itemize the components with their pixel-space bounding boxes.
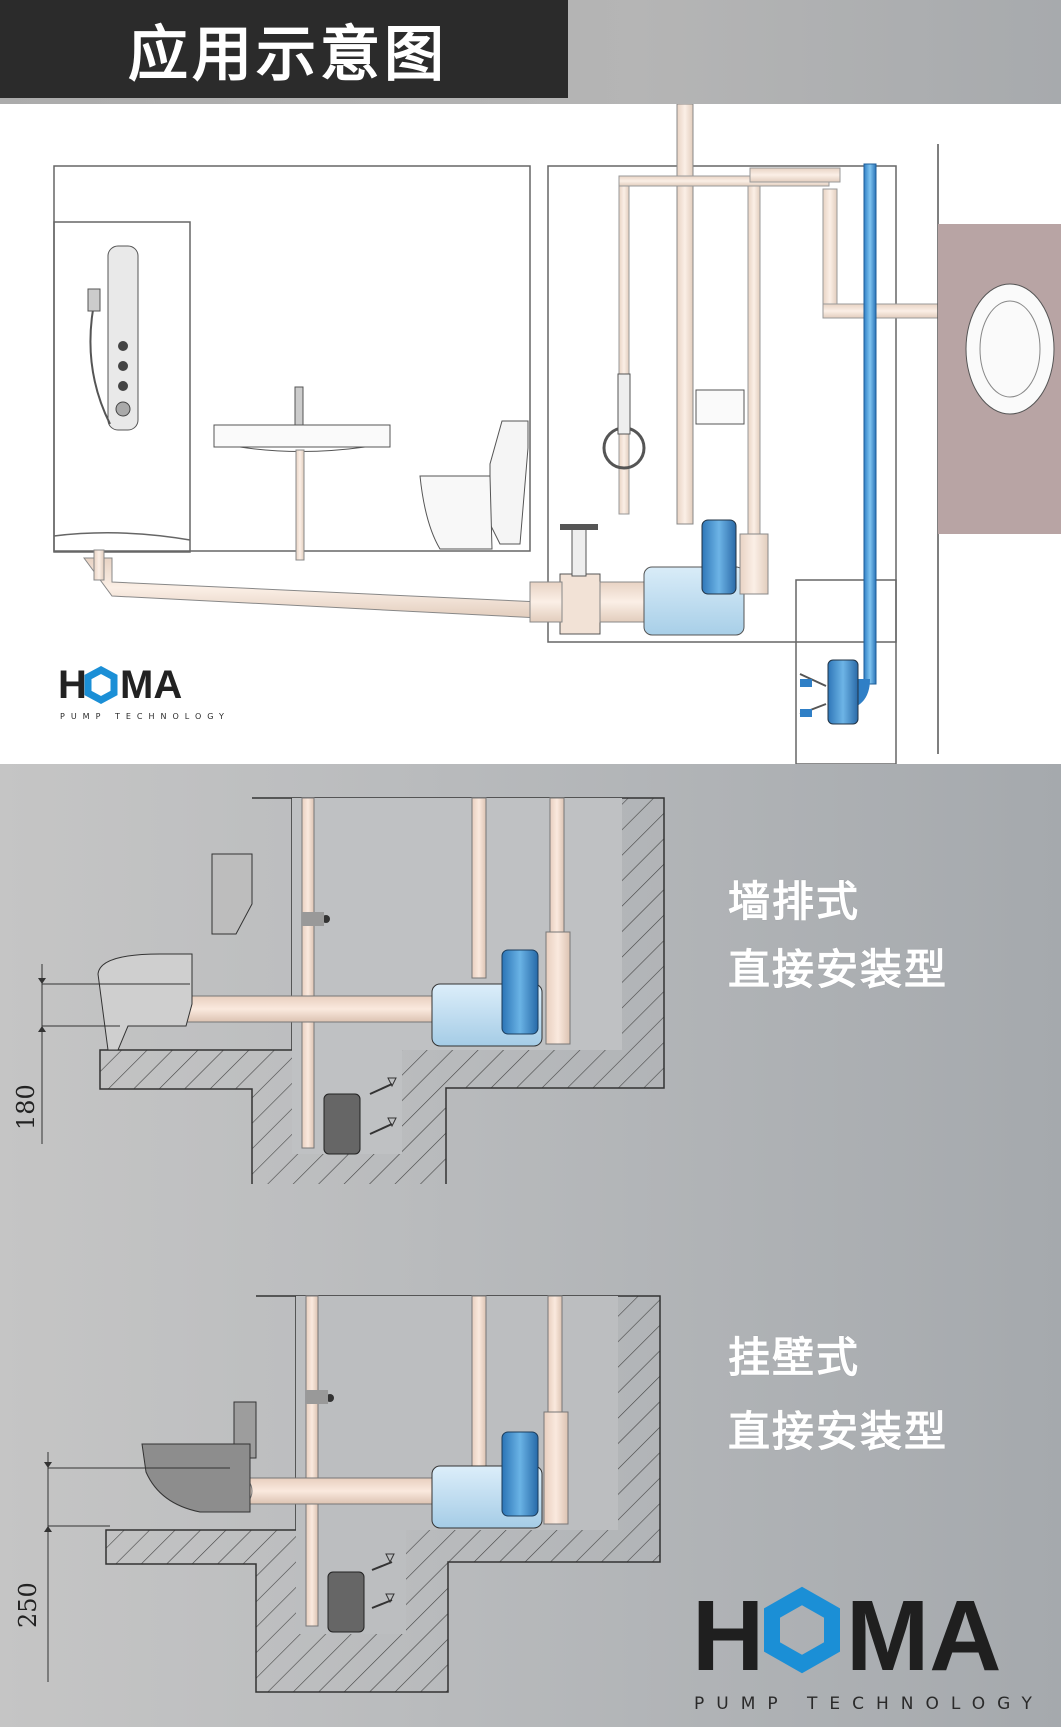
installation-panel: 180 墙排式 直接安装型: [0, 764, 1061, 1727]
homa-tagline-large: PUMP TECHNOLOGY: [694, 1694, 1044, 1714]
toilet-tank-1: [211, 853, 253, 935]
svg-text:MA: MA: [846, 1584, 1002, 1684]
sump-pump: [827, 659, 859, 725]
urinal: [965, 283, 1055, 415]
homa-logo-small: H MA: [58, 664, 182, 707]
svg-text:H: H: [692, 1584, 764, 1684]
drain-pipe: [83, 557, 541, 619]
toilet-1: [97, 953, 193, 1051]
caption-1-line2: 直接安装型: [728, 945, 949, 994]
machine-room: [547, 165, 897, 643]
pump-motor: [701, 519, 737, 595]
dimension-label-1: 180: [12, 1084, 40, 1130]
toilet-2: [141, 1443, 251, 1513]
page-title: 应用示意图: [128, 19, 448, 90]
title-box: 应用示意图: [0, 0, 568, 98]
lifting-pump-1: [501, 949, 539, 1035]
caption-1-line1: 墙排式: [728, 877, 861, 926]
header-bar: 应用示意图: [0, 0, 1061, 104]
vent-stack: [676, 104, 694, 525]
sump-pump-1: [323, 1093, 361, 1155]
discharge-pipe: [747, 178, 761, 535]
control-box: [695, 389, 745, 425]
inlet-pipe-2: [235, 1477, 437, 1505]
application-diagram: [53, 104, 1061, 764]
washbasin: [213, 424, 391, 448]
shower-enclosure: [53, 221, 191, 553]
gate-valve: [559, 573, 601, 635]
shower-panel: [107, 245, 139, 431]
application-diagram-panel: H MA PUMP TECHNOLOGY: [0, 104, 1061, 764]
sump-pit: [795, 579, 897, 764]
inlet-pipe-1: [185, 995, 437, 1023]
sump-discharge-pipe: [863, 163, 877, 685]
wall-hung-diagram: [44, 1295, 661, 1693]
caption-2-line1: 挂壁式: [728, 1333, 861, 1382]
lifting-pump-2: [501, 1431, 539, 1517]
svg-text:MA: MA: [120, 664, 182, 707]
toilet-tank: [489, 420, 529, 545]
caption-2-line2: 直接安装型: [728, 1407, 949, 1456]
homa-tagline-small: PUMP TECHNOLOGY: [60, 712, 230, 721]
sump-pump-2: [327, 1571, 365, 1633]
dimension-label-2: 250: [14, 1582, 42, 1628]
toilet-bowl: [419, 475, 493, 550]
svg-text:H: H: [58, 664, 87, 707]
homa-logo-large: H MA: [692, 1584, 1002, 1684]
wall-discharge-diagram: [38, 797, 665, 1184]
